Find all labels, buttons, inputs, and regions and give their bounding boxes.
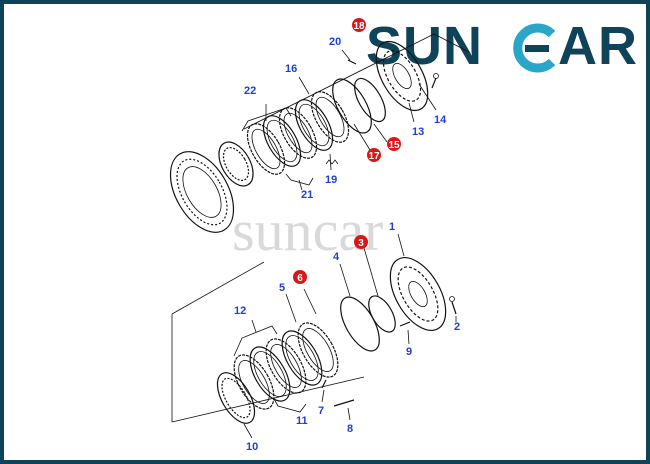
upper-clutch-plates	[246, 91, 350, 175]
upper-bolt	[431, 73, 439, 89]
lower-leader-lines	[233, 233, 457, 439]
upper-pin	[347, 59, 357, 65]
callout-8: 8	[347, 423, 353, 435]
callout-19: 19	[325, 174, 337, 186]
callout-20: 20	[329, 36, 341, 48]
svg-text:6: 6	[297, 273, 303, 284]
lower-frame-bottom	[171, 376, 365, 423]
badge-6: 6	[293, 270, 307, 284]
callout-9: 9	[406, 346, 412, 358]
callout-21: 21	[301, 189, 313, 201]
svg-text:17: 17	[368, 151, 380, 162]
upper-housing	[375, 41, 429, 111]
svg-text:18: 18	[353, 21, 365, 32]
logo-c-emblem	[513, 23, 556, 73]
lower-clutch-plates	[233, 322, 339, 410]
upper-axis-line	[243, 33, 435, 130]
lower-pin	[399, 321, 411, 327]
upper-leader-lines	[241, 49, 437, 191]
callout-13: 13	[412, 126, 424, 138]
upper-spring	[325, 159, 339, 165]
callout-11: 11	[296, 415, 308, 427]
callout-14: 14	[434, 114, 447, 126]
svg-text:15: 15	[388, 140, 400, 151]
logo-text-left: SUN	[366, 16, 483, 76]
upper-o-ring	[354, 77, 386, 123]
lower-bolt	[449, 296, 457, 315]
callout-1: 1	[389, 221, 395, 233]
svg-text:3: 3	[358, 238, 364, 249]
badge-15: 15	[387, 137, 401, 151]
lower-pin-8	[333, 399, 355, 407]
logo-text-right: AR	[558, 16, 638, 76]
suncar-logo: SUN AR	[366, 16, 638, 76]
callout-5: 5	[279, 282, 285, 294]
badge-18: 18	[352, 18, 366, 32]
callout-12: 12	[234, 305, 246, 317]
badge-17: 17	[367, 148, 381, 162]
callout-4: 4	[333, 251, 340, 263]
upper-frame-line	[433, 33, 470, 53]
suncar-watermark: suncar	[232, 198, 383, 263]
lower-housing	[389, 257, 447, 331]
lower-o-ring	[368, 295, 396, 333]
lower-pin-7	[321, 379, 327, 389]
callout-16: 16	[285, 63, 297, 75]
upper-large-ring-gear	[169, 151, 235, 233]
upper-snap-ring	[332, 78, 372, 134]
upper-bearing	[218, 141, 254, 187]
lower-snap-ring	[340, 296, 380, 352]
callout-2: 2	[454, 321, 460, 333]
lower-bearing	[216, 372, 256, 424]
callout-7: 7	[318, 405, 324, 417]
callout-22: 22	[244, 85, 256, 97]
lower-frame-top	[171, 261, 265, 315]
badge-3: 3	[354, 235, 368, 249]
callout-10: 10	[246, 441, 258, 453]
exploded-parts-diagram: suncar SUN AR	[169, 16, 638, 453]
